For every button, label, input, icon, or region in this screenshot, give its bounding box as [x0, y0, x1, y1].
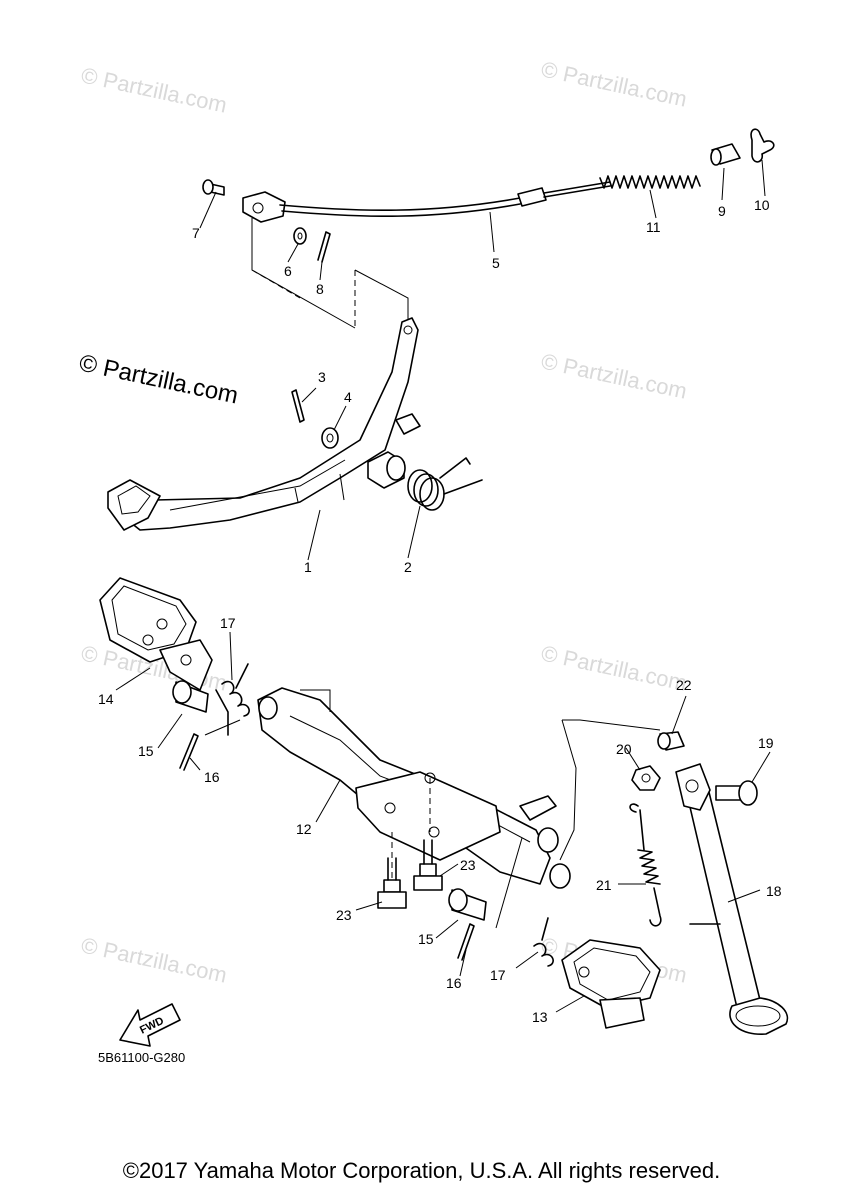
- callout-8: 8: [316, 281, 324, 297]
- callout-3: 3: [318, 369, 326, 385]
- watermark: © Partzilla.com: [539, 56, 689, 111]
- callout-22: 22: [676, 677, 692, 693]
- callout-9: 9: [718, 203, 726, 219]
- footrest-bracket: [99, 577, 661, 1029]
- callout-17b: 17: [490, 967, 506, 983]
- diagram-code: 5B61100-G280: [98, 1050, 185, 1065]
- callout-19: 19: [758, 735, 774, 751]
- callout-12: 12: [296, 821, 312, 837]
- copyright-notice: ©2017 Yamaha Motor Corporation, U.S.A. A…: [122, 1158, 721, 1183]
- flange-bolt: [413, 839, 443, 891]
- callout-6: 6: [284, 263, 292, 279]
- stand-spring: [629, 803, 662, 927]
- callout-18: 18: [766, 883, 782, 899]
- callout-4: 4: [344, 389, 352, 405]
- callout-10: 10: [754, 197, 770, 213]
- watermark-main: © Partzilla.com: [77, 349, 241, 409]
- brake-cable-assembly: [202, 128, 775, 329]
- watermark: © Partzilla.com: [539, 640, 689, 695]
- callout-11: 11: [646, 219, 661, 235]
- brake-pedal: [107, 317, 483, 531]
- callout-16b: 16: [446, 975, 462, 991]
- callout-1: 1: [304, 559, 312, 575]
- callout-17a: 17: [220, 615, 236, 631]
- callout-20: 20: [616, 741, 632, 757]
- side-stand: [629, 731, 789, 1035]
- callout-15a: 15: [138, 743, 154, 759]
- watermark: © Partzilla.com: [539, 348, 689, 403]
- watermark: © Partzilla.com: [79, 932, 229, 987]
- callout-13: 13: [532, 1009, 548, 1025]
- flange-bolt: [377, 857, 407, 909]
- callout-23b: 23: [460, 857, 476, 873]
- callout-23a: 23: [336, 907, 352, 923]
- callout-5: 5: [492, 255, 500, 271]
- fwd-arrow: FWD: [119, 1003, 181, 1047]
- return-spring: [407, 457, 483, 511]
- callout-14: 14: [98, 691, 114, 707]
- adjuster-spring: [599, 175, 701, 189]
- callout-7: 7: [192, 225, 200, 241]
- callouts: 1 2 3 4 5 6 7 8 9 10 11 12 13 14 15 16 1…: [98, 197, 782, 1025]
- leader-lines: [115, 159, 771, 1013]
- callout-15b: 15: [418, 931, 434, 947]
- watermark: © Partzilla.com: [79, 62, 229, 117]
- callout-2: 2: [404, 559, 412, 575]
- callout-21: 21: [596, 877, 612, 893]
- callout-16a: 16: [204, 769, 220, 785]
